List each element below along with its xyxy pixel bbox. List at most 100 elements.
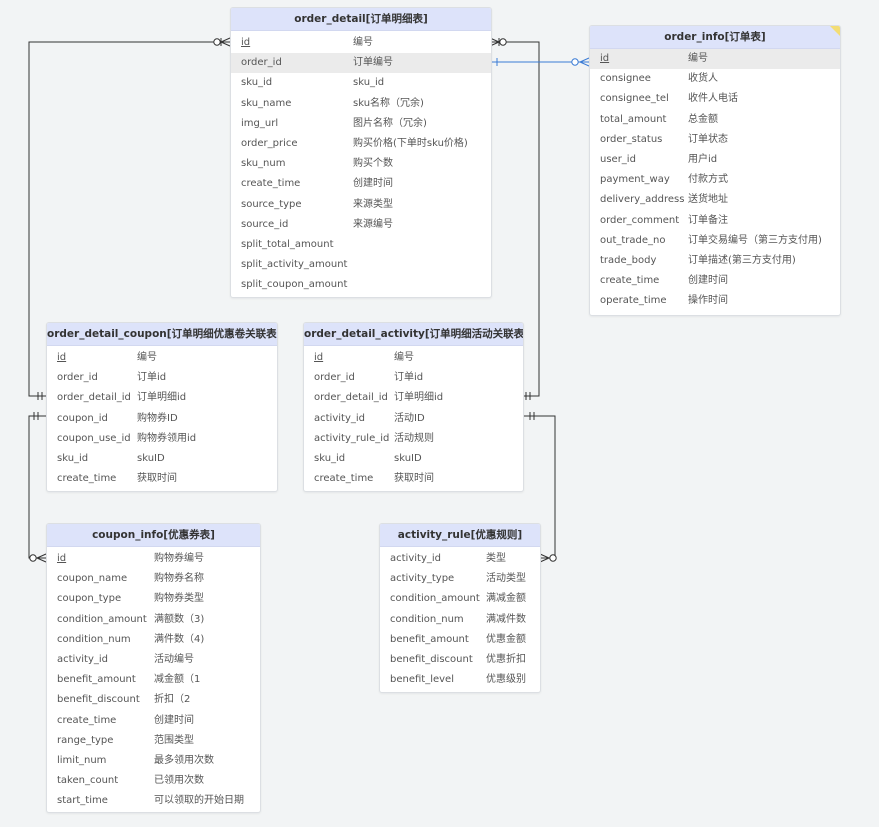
field-name: sku_name [241,97,292,109]
field-name: order_status [600,133,663,145]
field-name: create_time [57,714,117,726]
field-name: order_id [241,57,282,69]
field-comment: 创建时间 [353,178,393,190]
field-comment: 创建时间 [154,714,194,726]
field-name: benefit_amount [57,674,136,686]
field-name: limit_num [57,754,107,766]
field-row[interactable]: split_total_amount [231,235,491,255]
field-name: img_url [241,117,279,129]
field-name: id [241,37,251,48]
field-name: user_id [600,153,636,165]
field-name: split_total_amount [241,238,334,250]
field-comment: 范围类型 [154,734,194,746]
field-row[interactable]: split_activity_amount [231,255,491,275]
field-name: consignee_tel [600,93,669,105]
field-row[interactable]: order_status 订单状态 [590,130,840,150]
field-comment: 订单备注 [688,214,728,226]
table-title: order_detail[订单明细表] [231,8,491,31]
field-comment: 来源类型 [353,198,393,210]
field-comment: 订单状态 [688,133,728,145]
field-row[interactable]: split_coupon_amount [231,275,491,295]
field-comment: 购物券编号 [154,553,204,564]
field-comment: 类型 [486,553,506,564]
field-comment: 编号 [394,352,414,363]
field-row[interactable]: create_time 创建时间 [47,711,260,731]
field-name: activity_type [390,573,455,585]
field-comment: 活动ID [394,412,425,424]
relation-coupon-info-link [28,415,46,559]
field-comment: 编号 [137,352,157,363]
field-comment: 优惠折扣 [486,653,526,665]
field-name: condition_amount [390,593,480,605]
table-title: activity_rule[优惠规则] [380,524,540,547]
field-name: operate_time [600,295,667,307]
field-name: coupon_id [57,412,108,424]
field-name: split_coupon_amount [241,279,348,291]
